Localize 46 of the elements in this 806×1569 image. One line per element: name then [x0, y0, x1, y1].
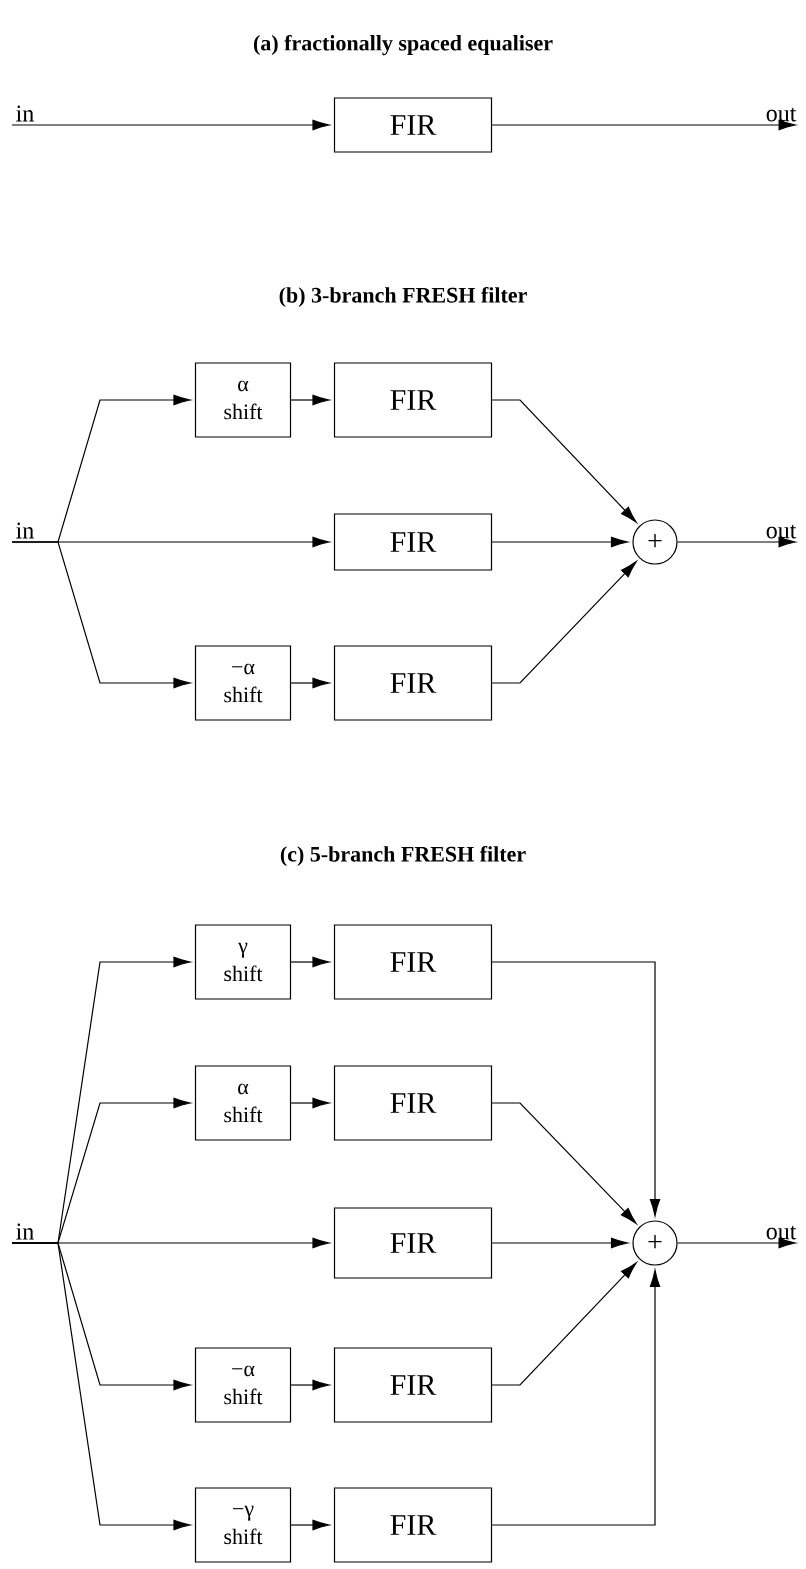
arrow: [290, 677, 330, 689]
panel-title: (a) fractionally spaced equaliser: [253, 34, 553, 56]
arrow: [491, 1237, 629, 1249]
signal-label: in: [16, 522, 34, 539]
arrow: [491, 399, 637, 523]
arrow: [11, 1242, 191, 1531]
arrow: [491, 1102, 637, 1224]
filter-box: FIR: [333, 513, 493, 571]
arrow: [491, 1262, 637, 1386]
filter-box: FIR: [333, 1347, 493, 1423]
signal-label: in: [16, 1223, 34, 1240]
shift-box: −α shift: [194, 645, 292, 721]
arrow: [677, 536, 796, 548]
panel-title: (c) 5-branch FRESH filter: [280, 845, 526, 867]
filter-box: FIR: [333, 645, 493, 721]
arrow: [491, 119, 796, 131]
shift-box: −γ shift: [194, 1487, 292, 1563]
arrow: [290, 1097, 330, 1109]
signal-label: in: [16, 105, 34, 122]
arrow: [491, 1269, 661, 1526]
signal-label: out: [766, 107, 797, 122]
arrow: [290, 394, 330, 406]
signal-label: out: [766, 1225, 797, 1240]
arrow: [11, 119, 330, 131]
panel-title: (b) 3-branch FRESH filter: [279, 286, 527, 308]
arrow: [491, 536, 629, 548]
filter-box: FIR: [333, 924, 493, 1000]
shift-box: α shift: [194, 362, 292, 438]
arrow: [290, 1379, 330, 1391]
arrow: [290, 956, 330, 968]
arrow: [491, 561, 637, 684]
arrow: [677, 1237, 796, 1249]
filter-box: FIR: [333, 1487, 493, 1563]
filter-box: FIR: [333, 1065, 493, 1141]
shift-box: −α shift: [194, 1347, 292, 1423]
shift-box: α shift: [194, 1065, 292, 1141]
summing-junction: +: [632, 1220, 678, 1266]
arrow: [11, 541, 191, 689]
arrow: [290, 1519, 330, 1531]
filter-box: FIR: [333, 97, 493, 153]
filter-box: FIR: [333, 1207, 493, 1279]
signal-label: out: [766, 524, 797, 539]
shift-box: γ shift: [194, 924, 292, 1000]
arrow: [491, 961, 661, 1217]
summing-junction: +: [632, 519, 678, 565]
filter-box: FIR: [333, 362, 493, 438]
